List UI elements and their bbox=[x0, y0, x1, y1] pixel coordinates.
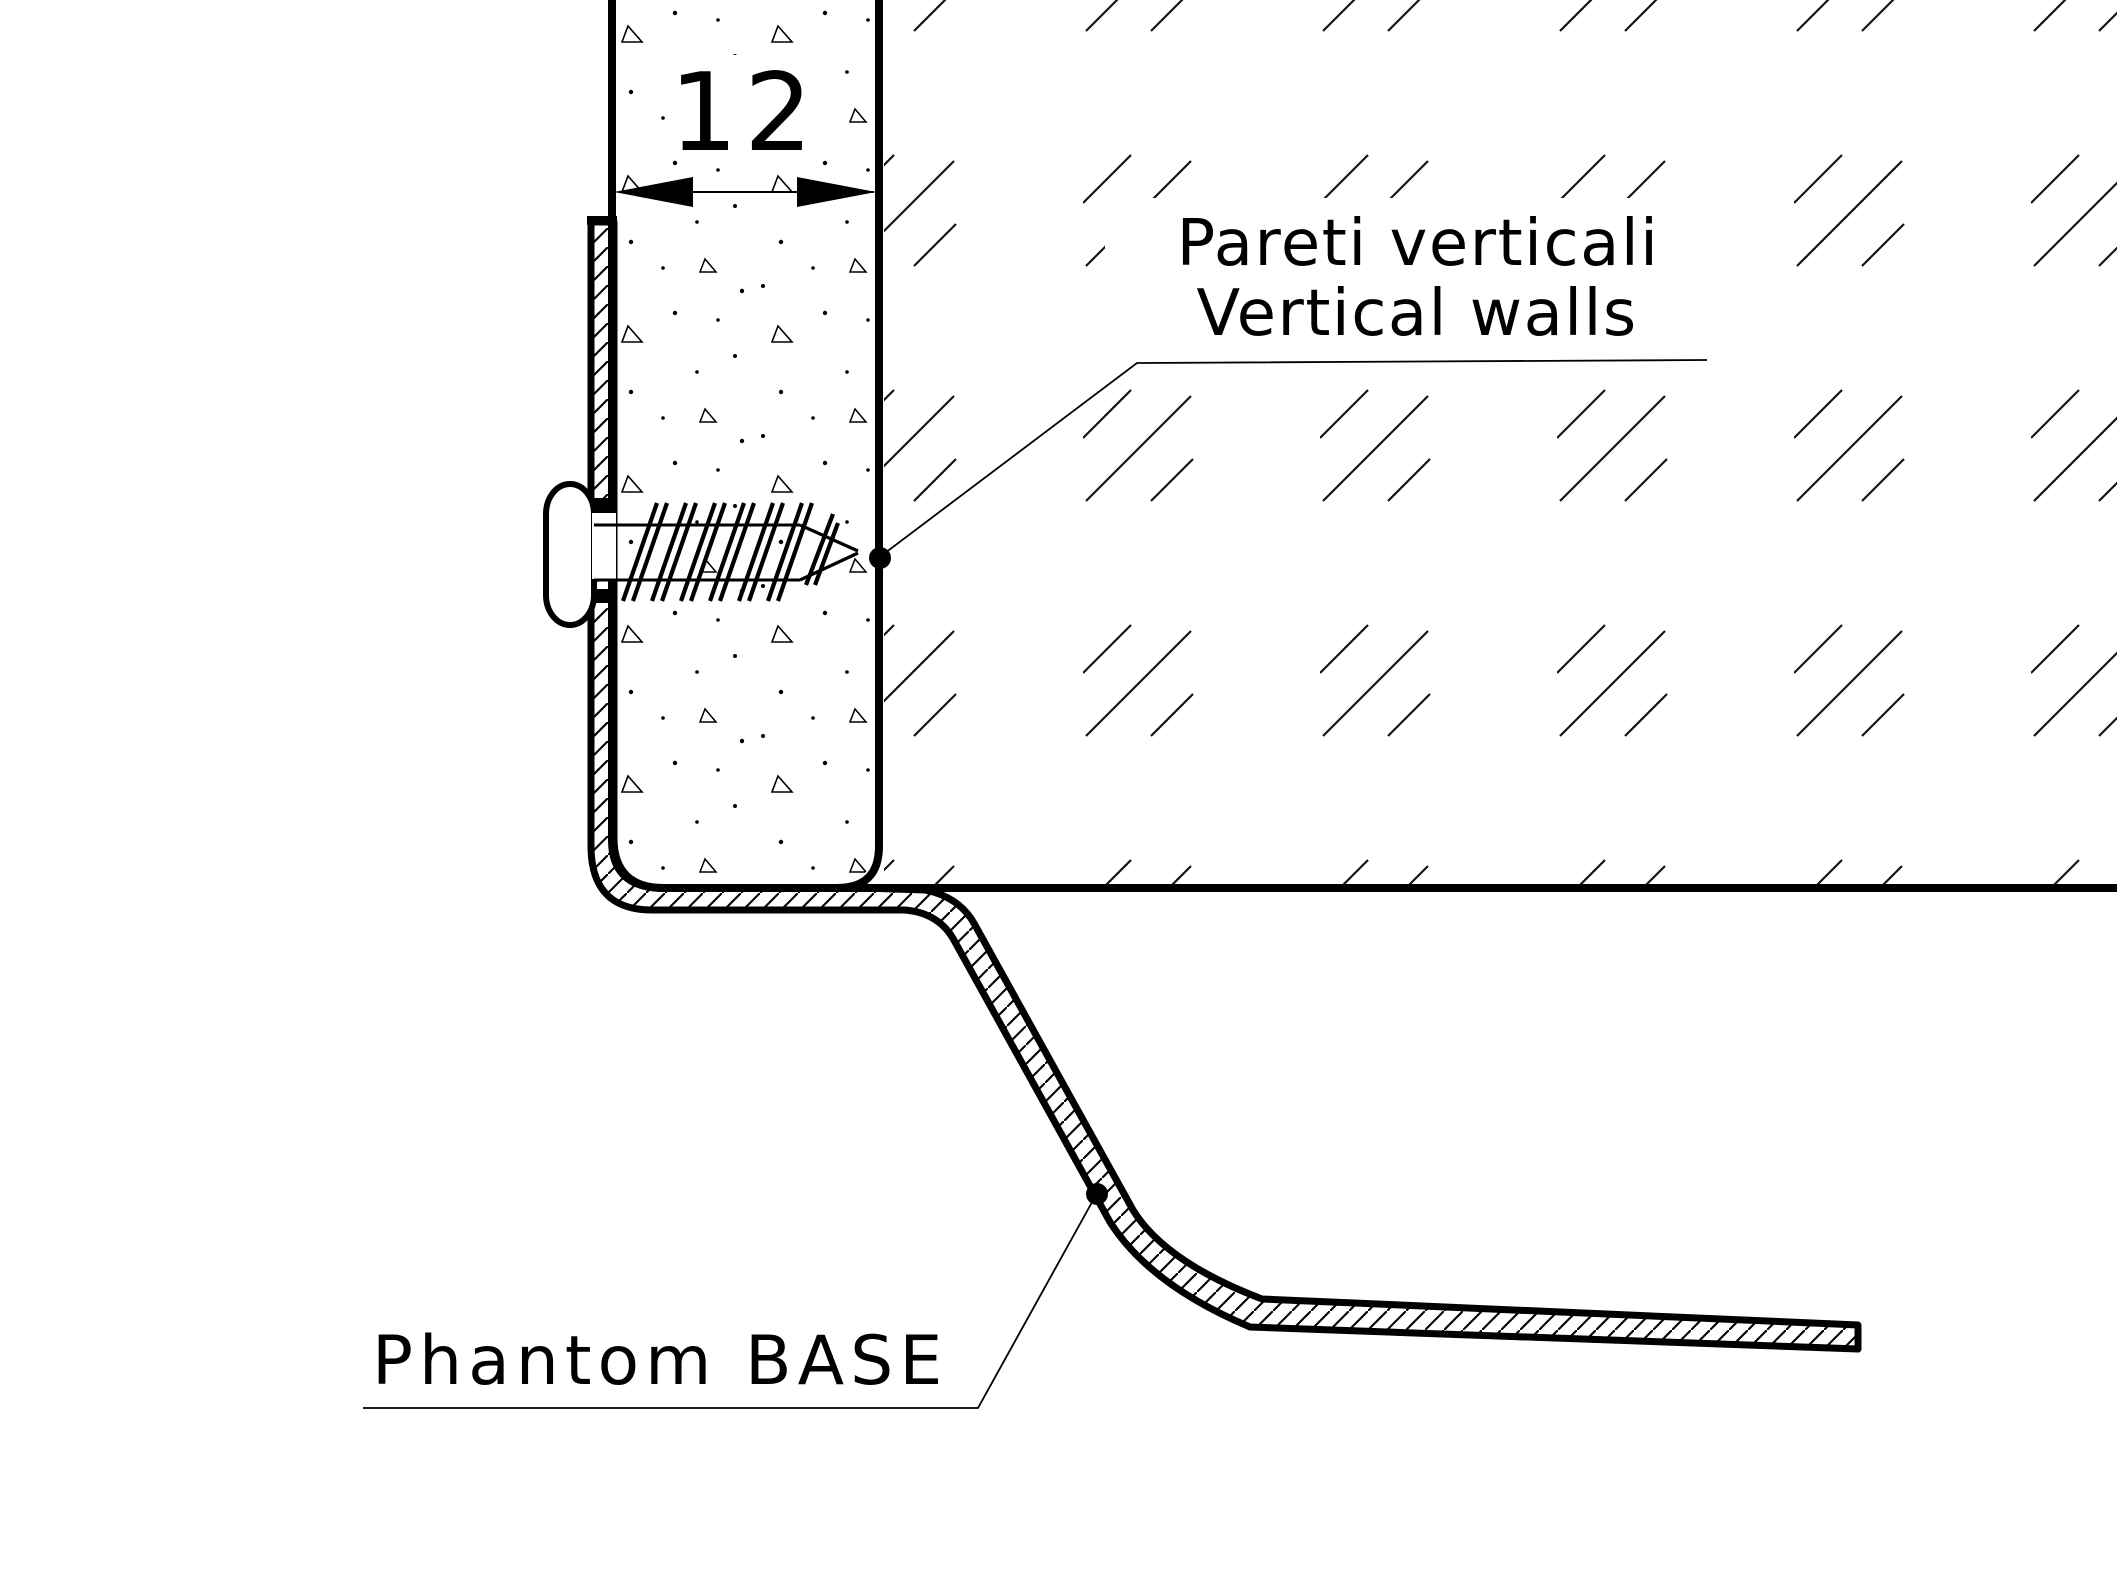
label-mask bbox=[1105, 198, 1745, 348]
fixing-screw bbox=[543, 481, 859, 628]
label-vertical-walls-en: Vertical walls bbox=[1196, 277, 1637, 351]
leader-line-vertical-walls bbox=[884, 359, 1708, 554]
leader-phantom-base: Phantom BASE bbox=[363, 1183, 1108, 1409]
masonry-hatch-region bbox=[884, 0, 2117, 886]
dimension-arrow-right-icon bbox=[797, 177, 876, 207]
screw-hole-upper-band bbox=[591, 498, 616, 513]
label-phantom-base: Phantom BASE bbox=[372, 1322, 948, 1401]
dimension-value: 12 bbox=[669, 51, 818, 176]
masonry-hatch-fill bbox=[884, 0, 2117, 886]
screw-tip bbox=[799, 523, 859, 582]
label-vertical-walls-it: Pareti verticali bbox=[1177, 207, 1660, 281]
screw-head-clip bbox=[543, 481, 597, 628]
sheet-profile-body bbox=[587, 218, 1862, 1353]
sheet-metal-profile bbox=[587, 216, 1862, 1353]
dim-text-mask bbox=[666, 55, 822, 157]
leader-dot-vertical-walls bbox=[869, 547, 891, 569]
screw-threads bbox=[621, 502, 840, 602]
leader-line-phantom-base bbox=[363, 1194, 1097, 1409]
dimension-arrow-left-icon bbox=[614, 177, 693, 207]
dimension-wall-thickness: 12 bbox=[614, 51, 876, 207]
screw-hole-lower-band bbox=[591, 589, 616, 603]
leader-dot-phantom-base bbox=[1086, 1183, 1108, 1205]
leader-vertical-walls: Pareti verticali Vertical walls bbox=[869, 207, 1708, 569]
wall-concrete-fill bbox=[616, 0, 875, 884]
screw-hole bbox=[592, 513, 616, 579]
sheet-top-cap bbox=[587, 216, 617, 225]
